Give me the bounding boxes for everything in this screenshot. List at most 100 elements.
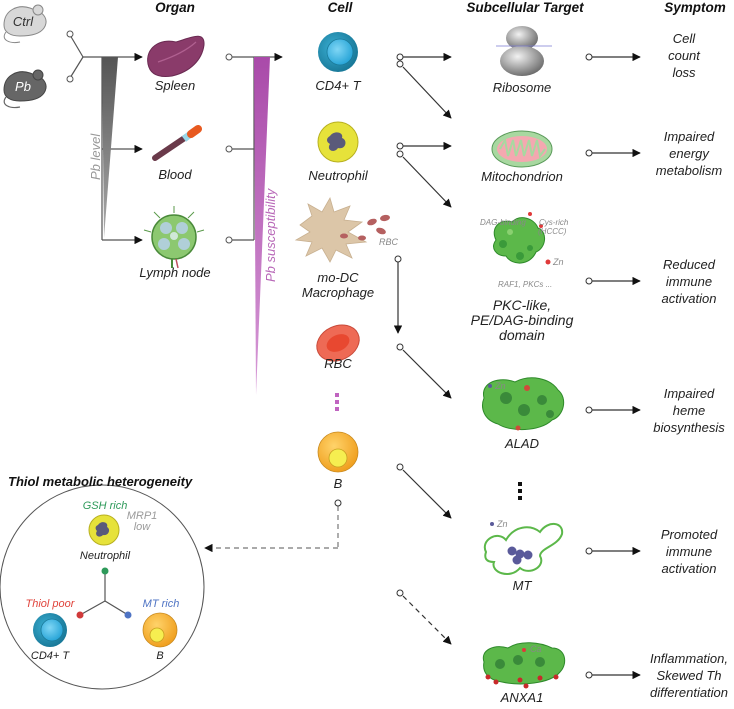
symptom-line: immune [665,544,713,559]
cell-target-nodes [334,53,404,597]
rbc-icon [316,324,360,362]
pb-level-wedge [102,57,118,238]
thiol-b-icon [142,612,178,648]
cell-cd4-label: CD4+ T [315,78,361,93]
symptom-impaired-heme: Impaired heme biosynthesis [639,385,734,436]
macrophage-rbc-tag: RBC [379,237,399,247]
symptom-line: count [668,48,700,63]
pb-mouse-icon [3,69,47,109]
cd4-t-cell-icon [318,32,358,72]
pkc-dag-label: DAG-binding [480,218,526,227]
symptom-reduced-immune: Reduced immune activation [639,256,734,307]
thiol-mrp1-label-1: MRP1 [126,510,158,522]
thiol-mrp1-label-2: low [133,521,151,533]
target-anxa1-label: ANXA1 [500,690,544,705]
mt-icon [483,522,564,576]
symptom-line: heme [672,403,706,418]
gsh-dot [101,567,109,575]
symptom-line: Inflammation, [649,651,729,666]
organ-spleen-label: Spleen [154,78,196,93]
symptom-line: Reduced [662,257,716,272]
thiol-mt-rich-label: MT rich [142,598,180,610]
b-cell-icon [317,431,359,473]
thiol-poor-label: Thiol poor [25,598,75,610]
cell-b-label: B [333,476,343,491]
ctrl-mouse-icon [3,4,47,43]
macrophage-icon [294,196,390,263]
cell-neutrophil-label: Neutrophil [308,168,368,183]
symptom-promoted-immune: Promoted immune activation [639,526,734,577]
thiol-neutrophil-icon [88,514,120,546]
target-symptom-arrows [590,52,641,680]
symptom-line: activation [661,291,717,306]
symptom-line: biosynthesis [653,420,725,435]
target-pkc-label-3: domain [499,327,545,343]
organ-cell-connector [232,52,283,241]
header-subcellular: Subcellular Target [466,0,584,15]
ribosome-icon [496,26,552,76]
neutrophil-icon [317,121,359,163]
thiol-gsh-label: GSH rich [82,500,128,512]
thiol-tri-connector [79,571,129,616]
target-mitochondrion-label: Mitochondrion [481,169,563,184]
thiol-cd4-label: CD4+ T [30,650,70,662]
symptom-line: loss [672,65,696,80]
ctrl-label: Ctrl [12,14,34,29]
target-alad-label: ALAD [505,436,539,451]
target-pkc-label-2: PE/DAG-binding [470,312,574,328]
pb-susceptibility-wedge [254,57,270,395]
pkc-cys-label-2: (HCCC) [538,227,567,236]
thiol-circle [0,484,205,690]
cell-rbc-label: RBC [324,356,352,371]
blood-tube-icon [152,125,202,161]
anxa1-ca-label: Ca [530,644,542,654]
organ-lymph-node-label: Lymph node [139,265,211,280]
ellipsis-icon [335,393,339,411]
target-ribosome-label: Ribosome [492,80,552,95]
symptom-line: immune [665,274,713,289]
pb-node [66,75,74,83]
organ-blood-label: Blood [158,167,192,182]
cell-target-arrows [204,52,452,645]
lymph-node-node [225,236,233,244]
cell-modc-label-1: mo-DC [317,270,359,285]
lymph-node-icon [143,206,205,269]
spleen-icon [147,35,205,77]
symptom-inflammation: Inflammation, Skewed Th differentiation [639,650,734,701]
thiol-title: Thiol metabolic heterogeneity [8,474,193,489]
blood-node [225,145,233,153]
vertical-ellipsis-icon [518,482,522,500]
alad-zn-label: Zn [495,381,506,391]
spleen-node [225,53,233,61]
mitochondrion-icon [491,130,553,168]
mt-rich-dot [124,611,132,619]
pb-susceptibility-label: Pb susceptibility [263,188,278,282]
header-cell: Cell [327,0,353,15]
symptom-line: Impaired [663,386,715,401]
symptom-line: activation [661,561,717,576]
symptom-line: differentiation [649,685,729,700]
thiol-cd4-icon [33,613,67,647]
pkc-raf-label: RAF1, PKCs ... [498,280,553,289]
target-pkc-label-1: PKC-like, [492,297,552,313]
pb-label: Pb [15,79,31,94]
header-symptom: Symptom [664,0,726,15]
cell-modc-label-2: Macrophage [301,285,375,300]
symptom-line: Impaired [663,129,715,144]
alad-icon [482,377,565,431]
symptom-line: Promoted [660,527,718,542]
symptom-line: energy [669,146,709,161]
symptom-impaired-energy: Impaired energy metabolism [639,128,734,179]
symptom-line: metabolism [655,163,723,178]
pb-level-label: Pb level [88,133,103,180]
anxa1-icon [482,642,566,689]
header-organ: Organ [155,0,195,15]
pkc-domain-icon [493,212,551,265]
thiol-poor-dot [76,611,84,619]
target-nodes [585,53,593,679]
mt-zn-label: Zn [497,519,508,529]
pkc-zn-label: Zn [553,257,564,267]
thiol-b-label: B [156,650,164,662]
symptom-line: Cell [672,31,696,46]
